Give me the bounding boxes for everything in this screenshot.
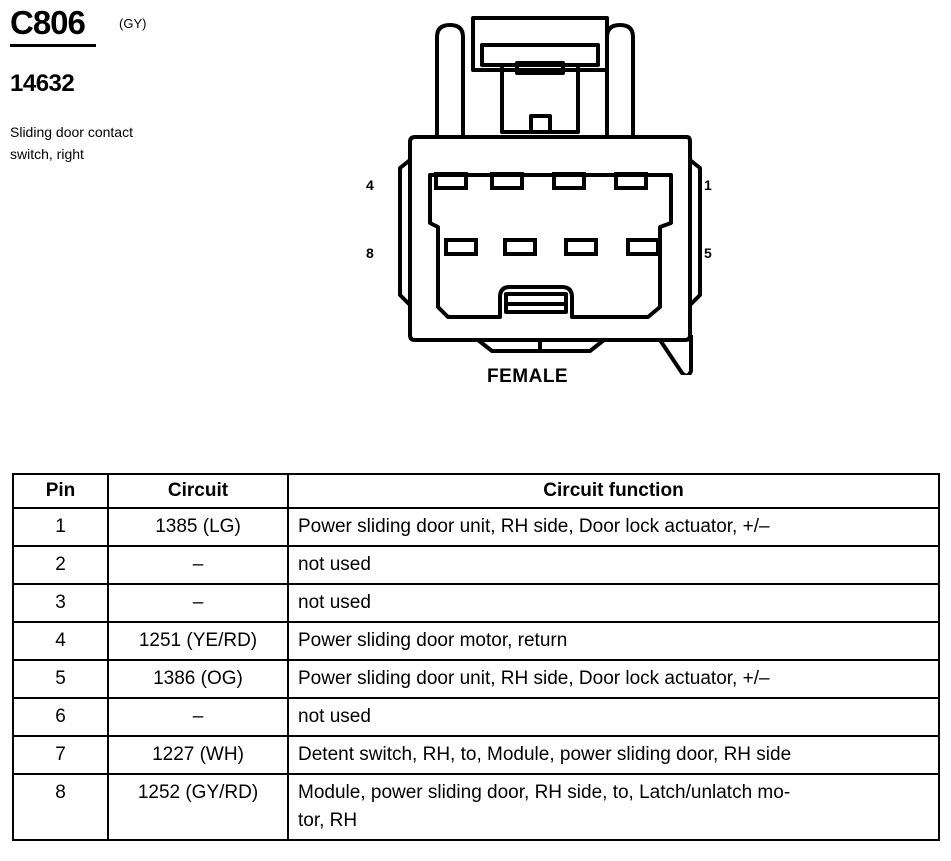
- circuit-cell: 1227 (WH): [107, 735, 289, 775]
- pin-cavity-7: [503, 238, 537, 256]
- description-line-1: Sliding door contact: [10, 124, 133, 140]
- table-header-row: Pin Circuit Circuit function: [12, 473, 940, 509]
- header-circuit: Circuit: [107, 473, 289, 509]
- connector-id-underline: [10, 44, 96, 47]
- table-row: 2–not used: [12, 545, 940, 585]
- function-cell: not used: [287, 545, 940, 585]
- pin-cell: 8: [12, 773, 109, 841]
- connector-gender-label: FEMALE: [487, 366, 569, 387]
- pin-cavity-3: [490, 172, 524, 190]
- connector-description: Sliding door contact switch, right: [10, 121, 210, 165]
- side-ramp: [658, 335, 693, 375]
- circuit-cell: –: [107, 545, 289, 585]
- pin-cavity-8: [444, 238, 478, 256]
- header-circuit-function: Circuit function: [287, 473, 940, 509]
- pin-cell: 7: [12, 735, 109, 775]
- pin-cavity-6: [564, 238, 598, 256]
- function-cell: Power sliding door unit, RH side, Door l…: [287, 659, 940, 699]
- circuit-cell: 1252 (GY/RD): [107, 773, 289, 841]
- pin-cell: 6: [12, 697, 109, 737]
- part-number: 14632: [10, 70, 75, 97]
- circuit-cell: 1251 (YE/RD): [107, 621, 289, 661]
- top-clip-housing: [471, 16, 609, 72]
- function-cell: Power sliding door unit, RH side, Door l…: [287, 507, 940, 547]
- table-row: 6–not used: [12, 697, 940, 737]
- lock-tab: [500, 67, 580, 134]
- connector-face-diagram: [398, 16, 702, 375]
- circuit-cell: 1385 (LG): [107, 507, 289, 547]
- left-latch-arm: [435, 23, 465, 137]
- lock-tab-notch: [529, 114, 552, 134]
- lock-tab-window: [515, 61, 565, 75]
- pin-cell: 5: [12, 659, 109, 699]
- pin-cell: 1: [12, 507, 109, 547]
- connector-id: C806: [10, 4, 86, 41]
- header-pin: Pin: [12, 473, 109, 509]
- pin-label-top-right: 1: [704, 177, 712, 193]
- pin-cavity-2: [552, 172, 586, 190]
- circuit-cell: 1386 (OG): [107, 659, 289, 699]
- pin-label-top-left: 4: [366, 177, 374, 193]
- connector-color-code: (GY): [119, 16, 147, 31]
- right-latch-arm: [605, 23, 635, 137]
- function-cell: Power sliding door motor, return: [287, 621, 940, 661]
- pin-cavity-4: [434, 172, 468, 190]
- outer-shell: [408, 135, 692, 342]
- function-cell: not used: [287, 697, 940, 737]
- pin-label-bottom-left: 8: [366, 245, 374, 261]
- right-side-rail: [688, 158, 702, 307]
- pin-cavity-5: [626, 238, 660, 256]
- inner-cavity: [428, 173, 673, 319]
- pin-label-bottom-right: 5: [704, 245, 712, 261]
- function-cell: Detent switch, RH, to, Module, power sli…: [287, 735, 940, 775]
- circuit-cell: –: [107, 583, 289, 623]
- pin-cell: 3: [12, 583, 109, 623]
- circuit-cell: –: [107, 697, 289, 737]
- function-cell: not used: [287, 583, 940, 623]
- table-row: 3–not used: [12, 583, 940, 623]
- pin-cavity-1: [614, 172, 648, 190]
- description-line-2: switch, right: [10, 146, 84, 162]
- pin-cell: 2: [12, 545, 109, 585]
- function-cell: Module, power sliding door, RH side, to,…: [287, 773, 940, 841]
- left-side-rail: [398, 158, 412, 307]
- pin-cell: 4: [12, 621, 109, 661]
